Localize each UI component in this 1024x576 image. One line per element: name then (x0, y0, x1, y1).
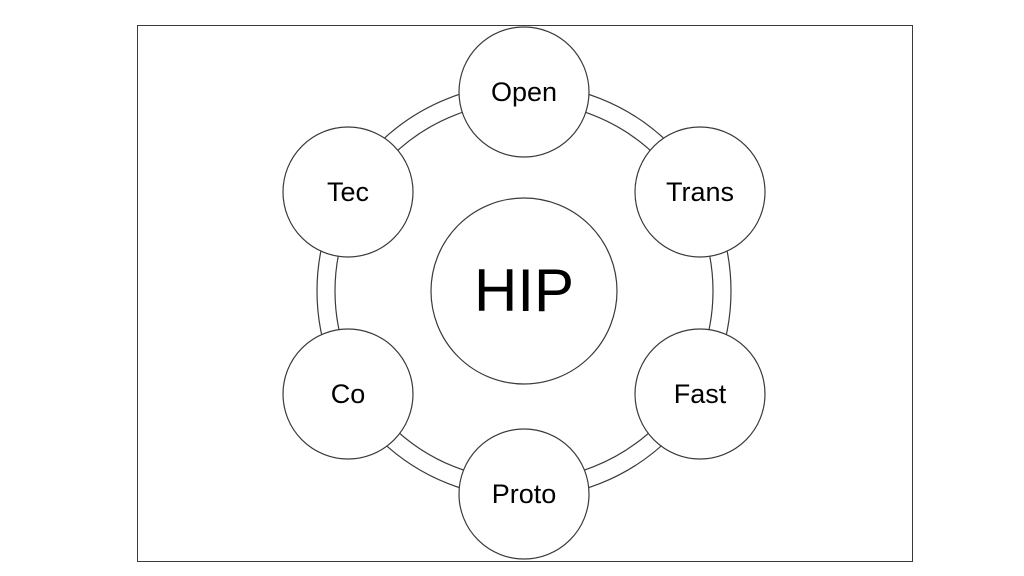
node-circle (458, 26, 590, 158)
node-trans: Trans (634, 126, 766, 258)
node-circle (282, 126, 414, 258)
node-label: Tec (327, 177, 369, 207)
center-node: HIP (430, 197, 618, 385)
node-open: Open (458, 26, 590, 158)
node-circle (282, 328, 414, 460)
node-label: Trans (666, 177, 734, 207)
node-label: Proto (492, 479, 557, 509)
node-circle (634, 126, 766, 258)
node-circle (634, 328, 766, 460)
node-label: Co (331, 379, 366, 409)
center-label: HIP (474, 257, 574, 324)
node-proto: Proto (458, 428, 590, 560)
center-circle (430, 197, 618, 385)
node-circle (458, 428, 590, 560)
node-fast: Fast (634, 328, 766, 460)
node-label: Fast (674, 379, 727, 409)
node-label: Open (491, 77, 557, 107)
node-tec: Tec (282, 126, 414, 258)
node-co: Co (282, 328, 414, 460)
